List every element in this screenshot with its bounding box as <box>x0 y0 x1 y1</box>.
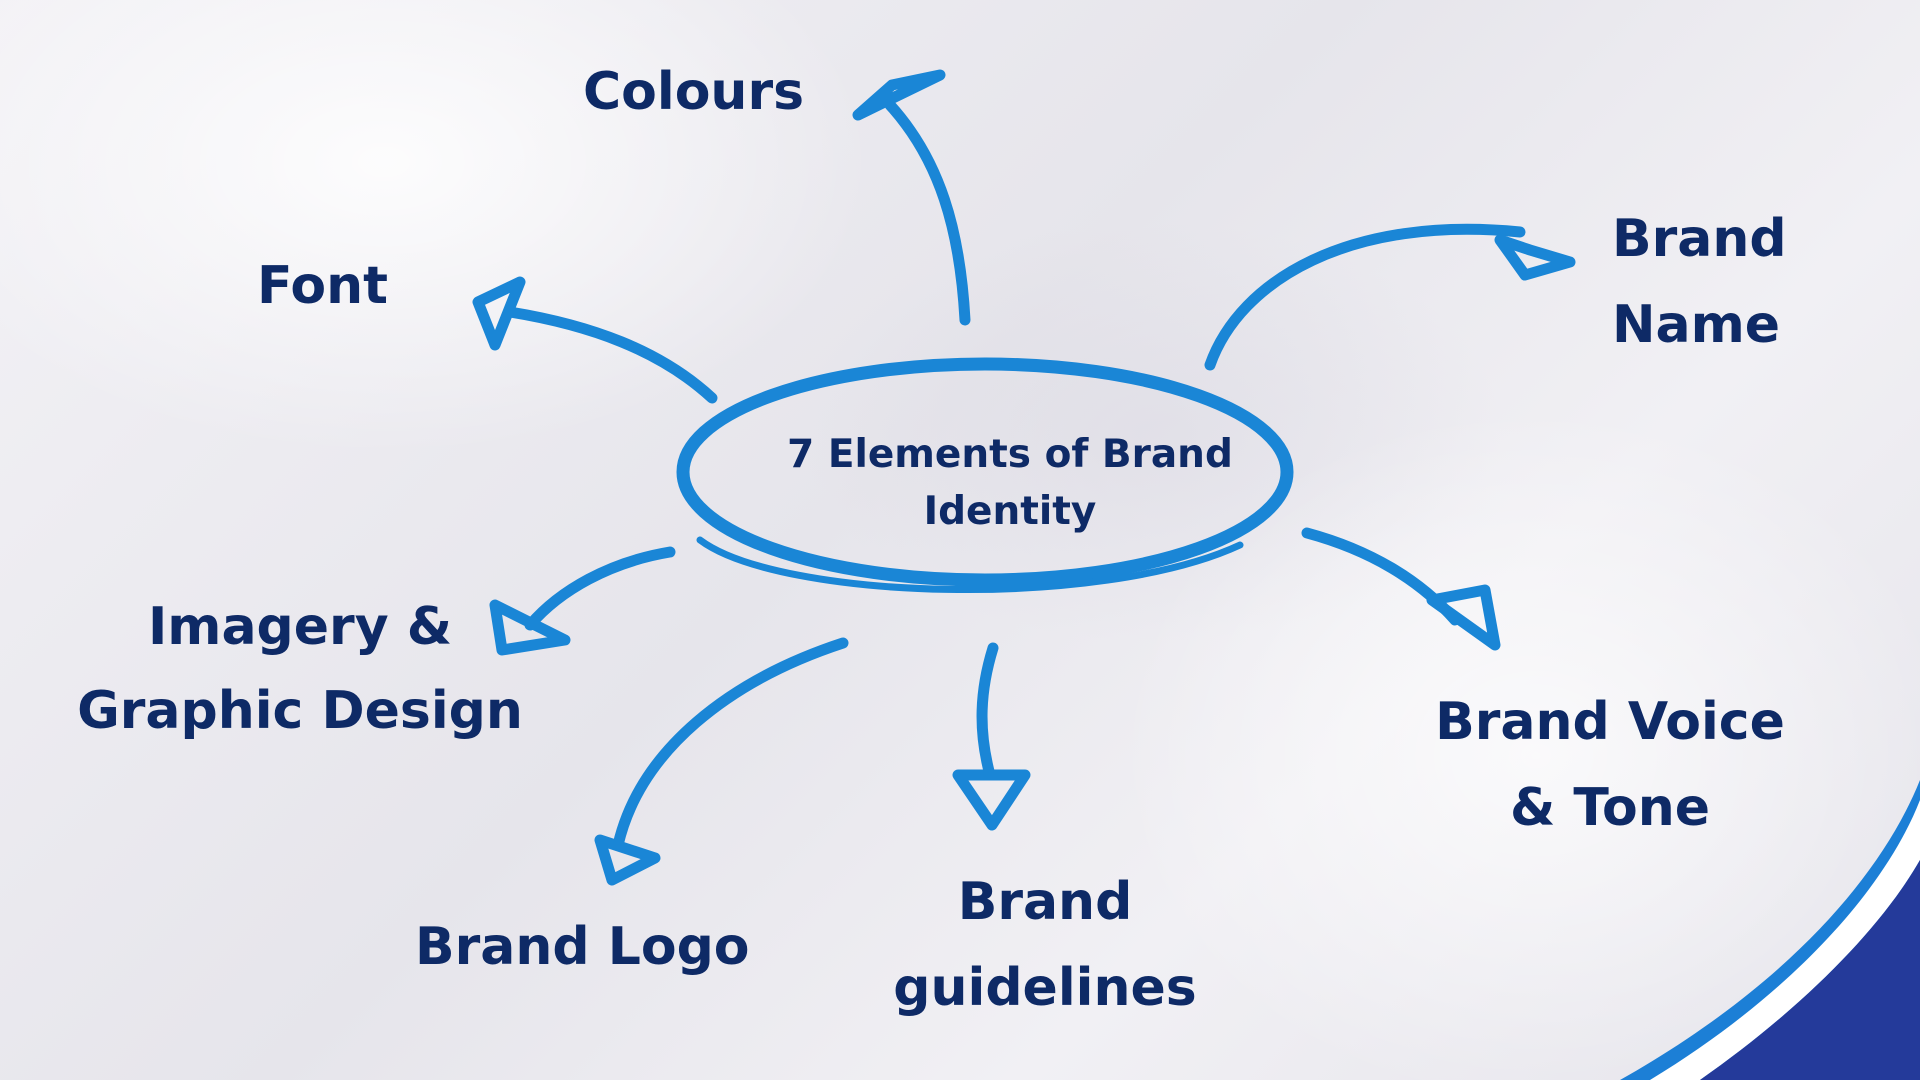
arrow-to-imagery <box>489 546 676 656</box>
arrow-to-guidelines <box>952 642 1031 831</box>
arrow-to-font <box>472 276 718 404</box>
center-ellipse <box>676 357 1294 594</box>
node-label-line: Name <box>1612 294 1781 355</box>
node-label-line: Brand Voice <box>1435 692 1785 752</box>
node-label-brand-guidelines: Brand guidelines <box>880 860 1210 1032</box>
node-label-brand-voice: Brand Voice & Tone <box>1425 680 1795 852</box>
node-label-line: Brand <box>1612 209 1787 269</box>
center-title-line: Identity <box>923 488 1097 534</box>
node-label-line: Brand <box>957 872 1133 932</box>
node-label-font: Font <box>257 249 388 324</box>
node-label-line: Colours <box>583 62 805 122</box>
corner-wave-decoration <box>1620 780 1920 1080</box>
node-label-brand-logo: Brand Logo <box>415 910 750 985</box>
node-label-line: guidelines <box>893 957 1197 1018</box>
node-label-imagery: Imagery & Graphic Design <box>60 585 540 753</box>
node-label-line: Graphic Design <box>77 681 523 742</box>
arrow-to-brand-name <box>1204 223 1576 371</box>
arrow-to-colours <box>852 69 971 326</box>
center-title: 7 Elements of Brand Identity <box>760 427 1260 540</box>
center-title-line: 7 Elements of Brand <box>787 432 1233 477</box>
node-label-brand-name: Brand Name <box>1612 197 1787 369</box>
node-label-line: Brand Logo <box>415 917 750 977</box>
node-label-line: Imagery & <box>147 597 453 657</box>
node-label-line: & Tone <box>1509 777 1711 838</box>
corner-wave-dark <box>1700 860 1920 1080</box>
node-label-colours: Colours <box>583 55 804 130</box>
arrow-to-brand-voice <box>1301 527 1501 651</box>
node-label-line: Font <box>257 256 389 316</box>
arrow-to-brand-logo <box>594 637 849 886</box>
